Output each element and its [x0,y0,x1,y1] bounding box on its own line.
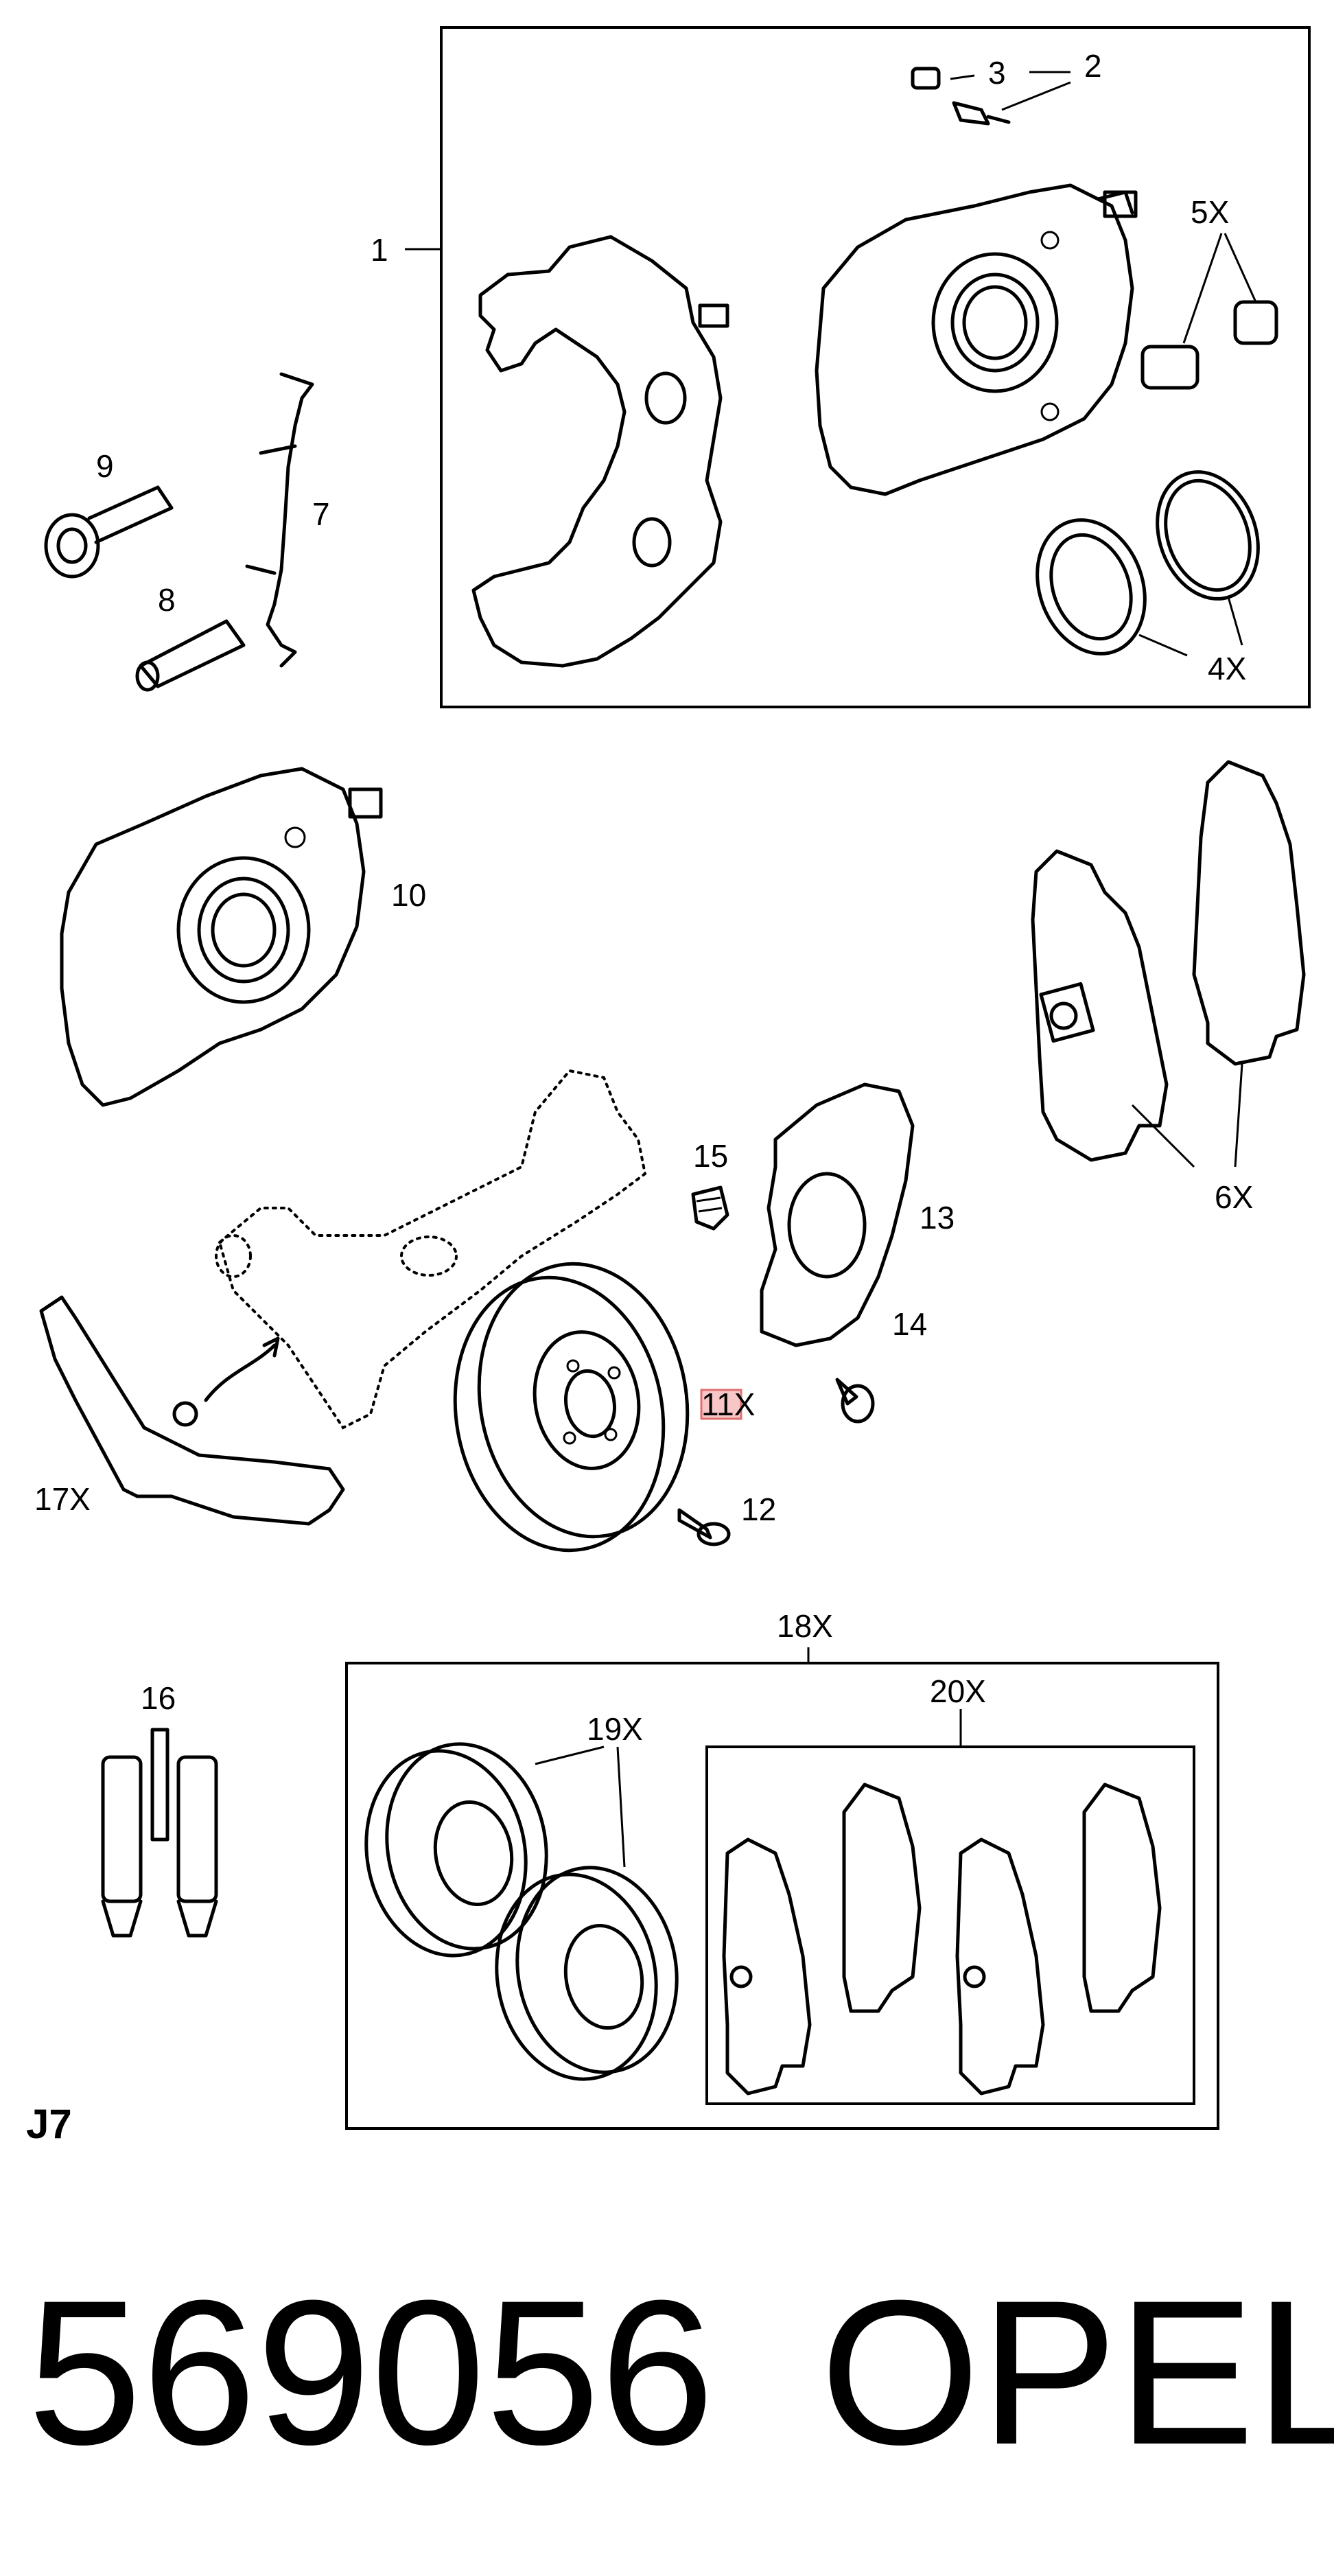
spring-clip [691,1185,729,1231]
label-18x: 18X [777,1608,833,1644]
bleeder-screw [911,67,1011,126]
label-7: 7 [312,496,330,532]
label-8: 8 [158,582,176,618]
piston-seal-kit [1035,470,1260,655]
caliper-kit-frame [440,26,1311,708]
brand-name: OPEL [820,2257,1334,2487]
brake-pad-outer [1192,760,1306,1066]
label-19x: 19X [587,1711,643,1747]
caliper-bolt [44,485,174,579]
label-14: 14 [892,1306,927,1342]
retaining-spring [245,372,314,668]
figure-id: J7 [26,2101,72,2147]
label-16: 16 [141,1680,176,1716]
backing-plate-bolt [835,1378,875,1424]
label-2: 2 [1084,48,1102,84]
label-3: 3 [988,55,1006,91]
brake-lever [39,1295,345,1526]
label-12: 12 [741,1492,776,1527]
brake-disc-pair [364,1742,679,2081]
disc-screw [677,1508,731,1546]
label-17x: 17X [34,1481,91,1517]
label-11x: 11X [701,1386,755,1422]
highlight-11x [700,1389,742,1420]
guide-pin [135,619,246,692]
caliper-housing [815,183,1138,496]
label-20x: 20X [930,1673,986,1709]
part-number: 569056 [27,2257,714,2487]
guide-bushes [1140,300,1278,390]
label-15: 15 [693,1138,728,1174]
pad-set-frame-20x [705,1745,1195,2105]
steering-knuckle [215,1069,647,1430]
label-9: 9 [96,448,114,484]
kit-frame-18x [345,1662,1219,2130]
brake-disc [453,1262,690,1553]
label-4x: 4X [1208,651,1246,686]
label-1: 1 [371,232,388,268]
caliper-carrier-bracket [471,235,729,668]
backing-plate [760,1082,915,1347]
label-13: 13 [920,1200,955,1235]
pad-set [722,1783,1162,2096]
label-5x: 5X [1191,194,1229,230]
label-10: 10 [391,877,426,913]
caliper-assembly [60,767,383,1107]
label-6x: 6X [1215,1179,1253,1215]
brake-pad-inner [1031,849,1169,1162]
repair-tubes [101,1728,218,1938]
